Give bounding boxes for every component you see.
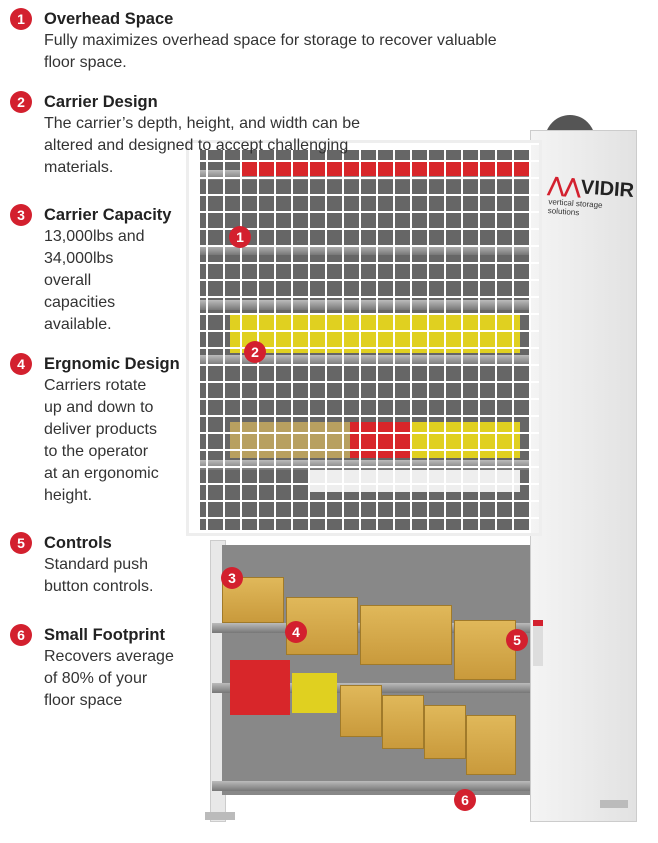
feature-carrier-design: 2 Carrier Design The carrier’s depth, he… (10, 91, 361, 179)
feature-title: Overhead Space (44, 10, 174, 28)
feature-text: Carriers rotate (44, 377, 147, 394)
feature-text: button controls. (44, 578, 154, 595)
marker-4: 4 (285, 621, 307, 643)
safety-mesh-guard (186, 140, 542, 536)
base-foot-left (205, 812, 235, 820)
marker-2: 2 (244, 341, 266, 363)
feature-text: available. (44, 316, 112, 333)
feature-overhead-space: 1 Overhead Space Fully maximizes overhea… (10, 8, 497, 74)
feature-text: Fully maximizes overhead space for stora… (44, 32, 497, 49)
feature-title: Controls (44, 534, 112, 552)
marker-5: 5 (506, 629, 528, 651)
feature-text: floor space. (44, 54, 127, 71)
feature-text: Recovers average (44, 648, 174, 665)
number-badge: 5 (10, 532, 32, 554)
logo-brand: VIDIR (580, 176, 635, 203)
feature-text: Standard push (44, 556, 149, 573)
feature-text: floor space (44, 692, 123, 709)
feature-title: Small Footprint (44, 626, 165, 644)
number-badge: 6 (10, 624, 32, 646)
feature-title: Ergnomic Design (44, 355, 180, 373)
marker-3: 3 (221, 567, 243, 589)
control-tower (530, 130, 637, 822)
marker-6: 6 (454, 789, 476, 811)
feature-text: deliver products (44, 421, 157, 438)
number-badge: 2 (10, 91, 32, 113)
feature-text: altered and designed to accept challengi… (44, 137, 349, 154)
feature-text: up and down to (44, 399, 154, 416)
lower-carriers (212, 545, 530, 795)
feature-carrier-capacity: 3 Carrier Capacity 13,000lbs and 34,000l… (10, 204, 172, 336)
feature-text: of 80% of your (44, 670, 148, 687)
feature-text: at an ergonomic (44, 465, 159, 482)
feature-text: overall (44, 272, 92, 289)
feature-ergonomic-design: 4 Ergnomic Design Carriers rotate up and… (10, 353, 180, 507)
feature-text: The carrier’s depth, height, and width c… (44, 115, 361, 132)
logo-panel: ⋀⋀VIDIR vertical storage solutions (547, 174, 635, 235)
feature-title: Carrier Capacity (44, 206, 172, 224)
feature-text: 13,000lbs and (44, 228, 145, 245)
number-badge: 1 (10, 8, 32, 30)
feature-text: 34,000lbs (44, 250, 114, 267)
base-foot-right (600, 800, 628, 808)
feature-controls: 5 Controls Standard push button controls… (10, 532, 154, 598)
feature-small-footprint: 6 Small Footprint Recovers average of 80… (10, 624, 174, 712)
feature-text: capacities (44, 294, 116, 311)
feature-title: Carrier Design (44, 93, 158, 111)
number-badge: 3 (10, 204, 32, 226)
feature-text: materials. (44, 159, 114, 176)
number-badge: 4 (10, 353, 32, 375)
push-button-controls[interactable] (533, 620, 543, 666)
feature-text: to the operator (44, 443, 149, 460)
feature-text: height. (44, 487, 93, 504)
marker-1: 1 (229, 226, 251, 248)
